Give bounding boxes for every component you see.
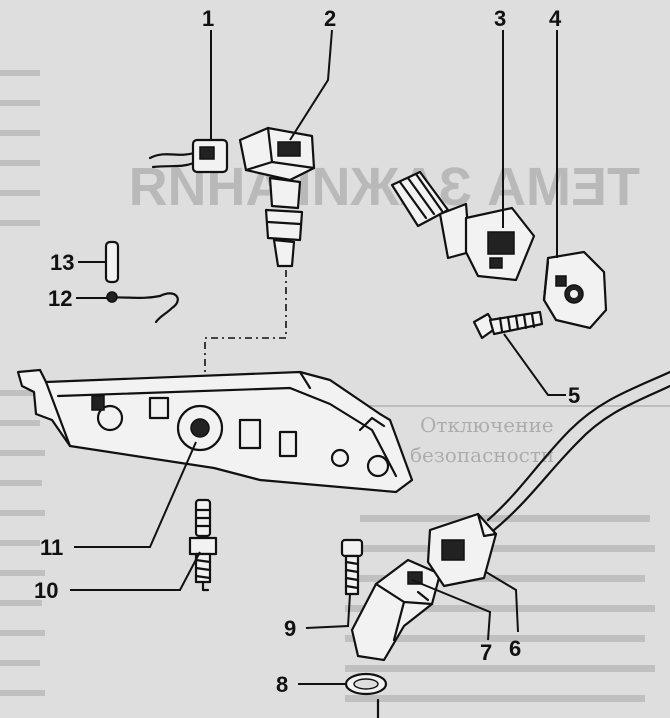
part-4-knock-sensor <box>542 250 608 330</box>
callout-2: 2 <box>324 6 336 31</box>
part-2-ignition-coil <box>238 126 316 268</box>
show-through-line-2: безопасности <box>410 443 554 467</box>
callout-8: 8 <box>276 672 288 697</box>
leader-lines <box>70 29 566 685</box>
callout-6: 6 <box>509 636 521 661</box>
part-7-hall-sensor <box>350 558 442 662</box>
part-12-hose-clip <box>104 291 179 324</box>
callout-13: 13 <box>50 250 74 275</box>
part-1-connector <box>148 138 229 174</box>
callout-labels: 1 2 3 4 5 6 7 8 9 10 11 12 13 <box>34 6 580 697</box>
callout-4: 4 <box>549 6 562 31</box>
show-through-rule <box>345 405 670 407</box>
part-5-bolt <box>472 310 544 340</box>
part-3-connector <box>390 170 536 282</box>
assembly-axis-line <box>204 270 287 400</box>
callout-12: 12 <box>48 286 72 311</box>
part-9-bolt <box>340 538 364 596</box>
callout-10: 10 <box>34 578 58 603</box>
callout-1: 1 <box>202 6 214 31</box>
part-8-o-ring <box>344 672 388 718</box>
callout-7: 7 <box>480 640 492 665</box>
callout-11: 11 <box>40 535 63 560</box>
part-11-engine-tray <box>16 368 414 494</box>
show-through-line-1: Отключение <box>420 413 554 437</box>
show-through-text-block <box>0 70 655 702</box>
callout-3: 3 <box>494 6 506 31</box>
callout-5: 5 <box>568 383 580 408</box>
callout-9: 9 <box>284 616 296 641</box>
part-10-spark-plug <box>188 498 218 592</box>
part-6-connector <box>426 370 670 588</box>
part-13-pin <box>104 240 120 284</box>
